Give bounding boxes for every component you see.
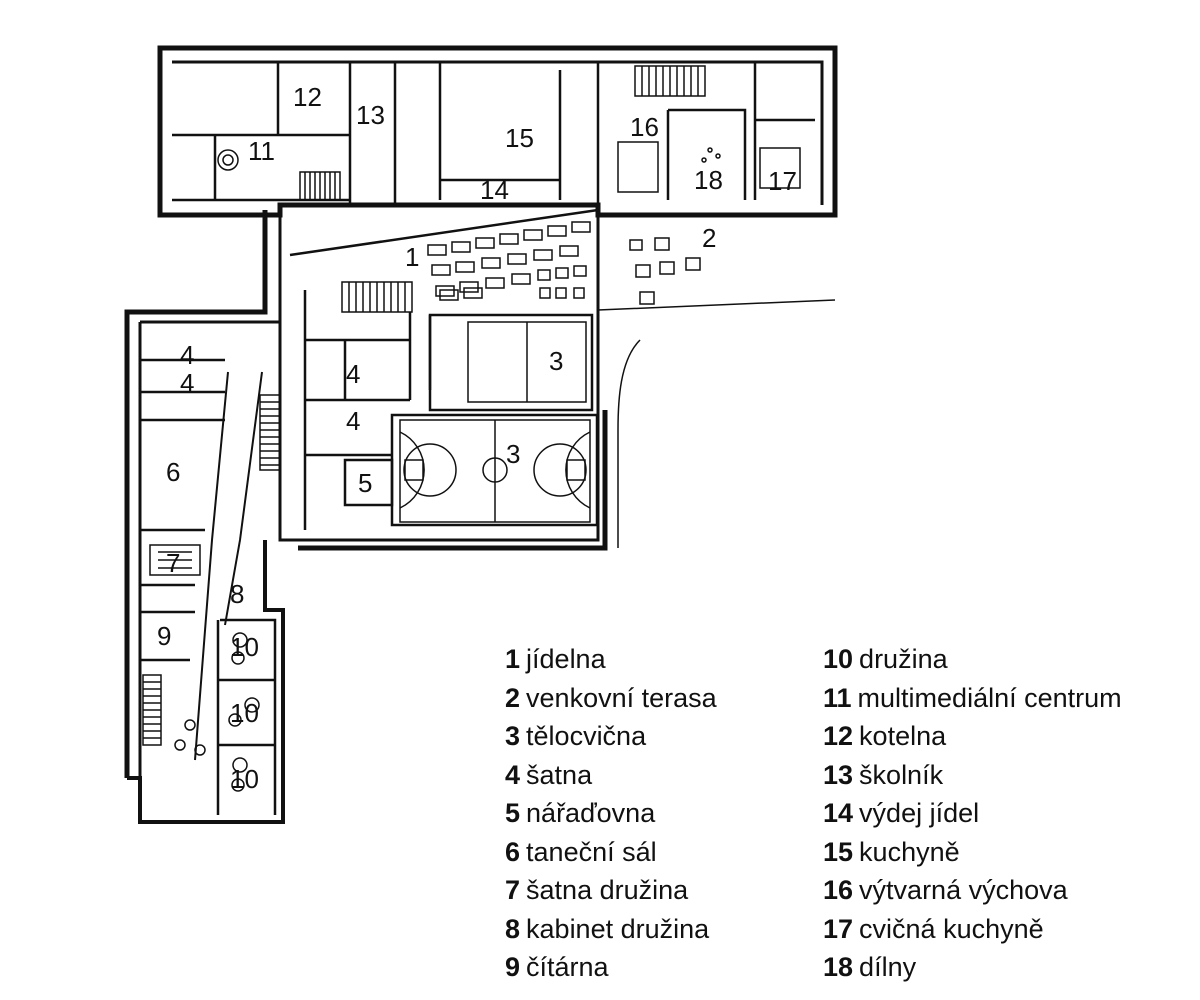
gym-upper (428, 313, 594, 412)
room-label-12: 12 (293, 82, 322, 112)
stair-central (341, 281, 413, 313)
west-wing-partitions (140, 358, 277, 815)
room-label-5: 5 (358, 468, 372, 498)
dining-tables (289, 208, 599, 301)
gym-lower-court (390, 413, 599, 527)
room-label-10a: 10 (230, 632, 259, 662)
room-label-2: 2 (702, 223, 716, 253)
room-label-3-lower: 3 (506, 439, 520, 469)
furniture (149, 141, 801, 792)
stair-southwest (142, 674, 162, 746)
staircases (142, 65, 706, 746)
room-label-18: 18 (694, 165, 723, 195)
room-label-15: 15 (505, 123, 534, 153)
stair-west (259, 394, 281, 471)
room-label-4a: 4 (180, 340, 194, 370)
room-label-6: 6 (166, 457, 180, 487)
room-label-4b: 4 (180, 368, 194, 398)
room-label-8: 8 (230, 579, 244, 609)
room-label-17: 17 (768, 166, 797, 196)
locker-partitions (303, 290, 432, 530)
room-label-10c: 10 (230, 764, 259, 794)
room-labels: 1 2 3 3 4 4 4 4 5 6 7 8 9 10 10 10 11 12… (157, 82, 797, 794)
room-label-4d: 4 (346, 406, 360, 436)
room-label-10b: 10 (230, 698, 259, 728)
stair-north-2 (634, 65, 706, 97)
room-label-14: 14 (480, 175, 509, 205)
room-label-1: 1 (405, 242, 419, 272)
room-label-9: 9 (157, 621, 171, 651)
room-label-16: 16 (630, 112, 659, 142)
stair-north-1 (299, 171, 341, 201)
room-label-4c: 4 (346, 359, 360, 389)
room-label-7: 7 (166, 548, 180, 578)
room-label-13: 13 (356, 100, 385, 130)
room-label-11: 11 (248, 136, 275, 166)
terrace (597, 237, 836, 548)
room-label-3-upper: 3 (549, 346, 563, 376)
